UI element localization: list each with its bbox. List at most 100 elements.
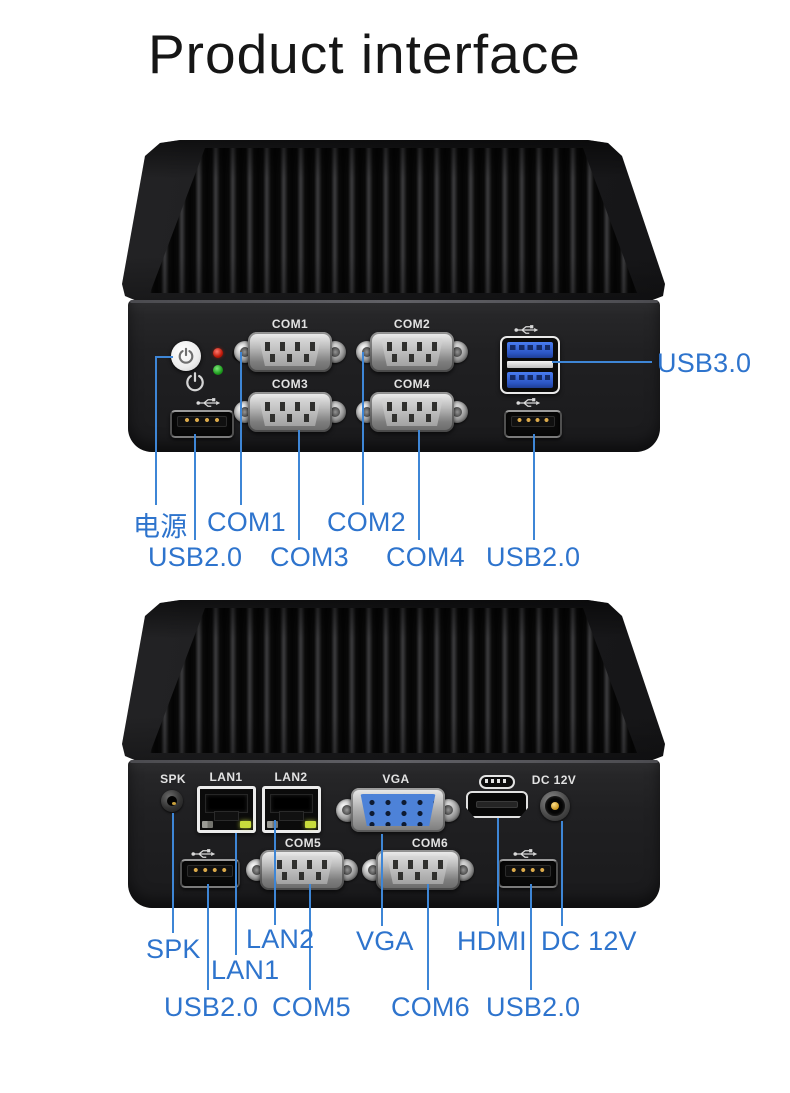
com1-port [234,331,346,373]
usb2-port-rear-left [180,859,240,888]
callout-line-com1 [240,352,242,505]
com3-port-label: COM3 [271,377,309,391]
callout-dc: DC 12V [541,926,637,956]
callout-usb3: USB3.0 [657,348,752,378]
vga-pin-holes [360,794,436,826]
com4-port-label: COM4 [393,377,431,391]
lan-led [267,821,278,828]
callout-usb2-left: USB2.0 [148,542,243,572]
callout-line-com5 [309,884,311,990]
callout-vga: VGA [356,926,414,956]
callout-line-hdmi [497,818,499,926]
usb-icon [190,847,216,865]
com1-port-label: COM1 [271,317,309,331]
heatsink-top [122,600,665,761]
callout-line-power [156,356,173,358]
vga-port [336,786,460,834]
com2-port [356,331,468,373]
heatsink-shading [122,140,665,301]
vga-shell [351,788,445,832]
db9-pins [270,856,334,884]
lan2-port-label: LAN2 [274,770,308,784]
db9-pins [386,856,450,884]
heatsink-top [122,140,665,301]
callout-line-usb2-left [207,884,209,990]
callout-com3: COM3 [270,542,349,572]
spk-port-label: SPK [160,772,186,786]
db9-shell [370,392,454,432]
power-button [171,341,201,371]
usb3-dual-port [500,336,560,394]
callout-line-usb2-right [530,884,532,990]
callout-line-spk [172,813,174,933]
com5-port-label: COM5 [284,836,322,850]
usb2-port-front-right [504,410,562,438]
callout-line-com3 [298,430,300,540]
callout-line-usb2-right [533,434,535,540]
callout-com5: COM5 [272,992,351,1022]
db9-pins [380,398,444,426]
hdd-led-green [213,365,223,375]
usb-icon [195,396,221,414]
db9-shell [248,332,332,372]
db9-pins [258,338,322,366]
lan1-port-label: LAN1 [209,770,243,784]
callout-com2: COM2 [327,507,406,537]
usb-icon [513,323,539,341]
callout-line-com2 [362,352,364,505]
dc-port-label: DC 12V [531,773,577,787]
com6-port-label: COM6 [411,836,449,850]
com3-port [234,391,346,433]
db9-shell [248,392,332,432]
callout-lan2: LAN2 [246,924,315,954]
callout-line-lan2 [274,820,276,925]
usb3-tongue [507,372,553,388]
page-title: Product interface [148,23,581,85]
speaker-jack [161,790,183,812]
callout-com4: COM4 [386,542,465,572]
callout-line-dc [561,821,563,926]
callout-line-com4 [418,430,420,540]
hdmi-plug-icon [479,775,515,789]
callout-line-vga [381,834,383,926]
power-led-red [213,348,223,358]
com2-port-label: COM2 [393,317,431,331]
dc-power-jack [540,791,570,821]
usb2-port-front-left [170,410,234,438]
hdmi-port [466,791,528,818]
callout-lan1: LAN1 [211,955,280,985]
callout-usb2-right: USB2.0 [486,992,581,1022]
usb3-divider [507,361,553,368]
com4-port [356,391,468,433]
callout-usb2-left: USB2.0 [164,992,259,1022]
callout-com6: COM6 [391,992,470,1022]
usb3-tongue [507,342,553,358]
front-io-panel: COM1 COM2 COM3 COM4 [128,300,660,452]
usb-icon [515,396,541,414]
usb2-port-rear-right [498,859,558,888]
lan-led [240,821,251,828]
callout-com1: COM1 [207,507,286,537]
power-icon [178,347,194,364]
callout-line-usb3 [552,361,652,363]
callout-hdmi: HDMI [457,926,527,956]
usb-icon [512,847,538,865]
callout-line-lan1 [235,833,237,955]
heatsink-shading [122,600,665,761]
callout-spk: SPK [146,934,201,964]
callout-line-com6 [427,884,429,990]
db9-pins [258,398,322,426]
com5-port [246,849,358,891]
db9-pins [380,338,444,366]
callout-line-power [155,356,157,505]
rear-io-panel: SPK LAN1 LAN2 VGA DC 12V [128,760,660,908]
callout-power: 电源 [133,512,188,542]
callout-line-usb2-left [194,434,196,540]
lan-led [305,821,316,828]
lan2-port [262,786,321,833]
lan1-port [197,786,256,833]
vga-port-label: VGA [382,772,410,786]
lan-led [202,821,213,828]
db9-shell [370,332,454,372]
